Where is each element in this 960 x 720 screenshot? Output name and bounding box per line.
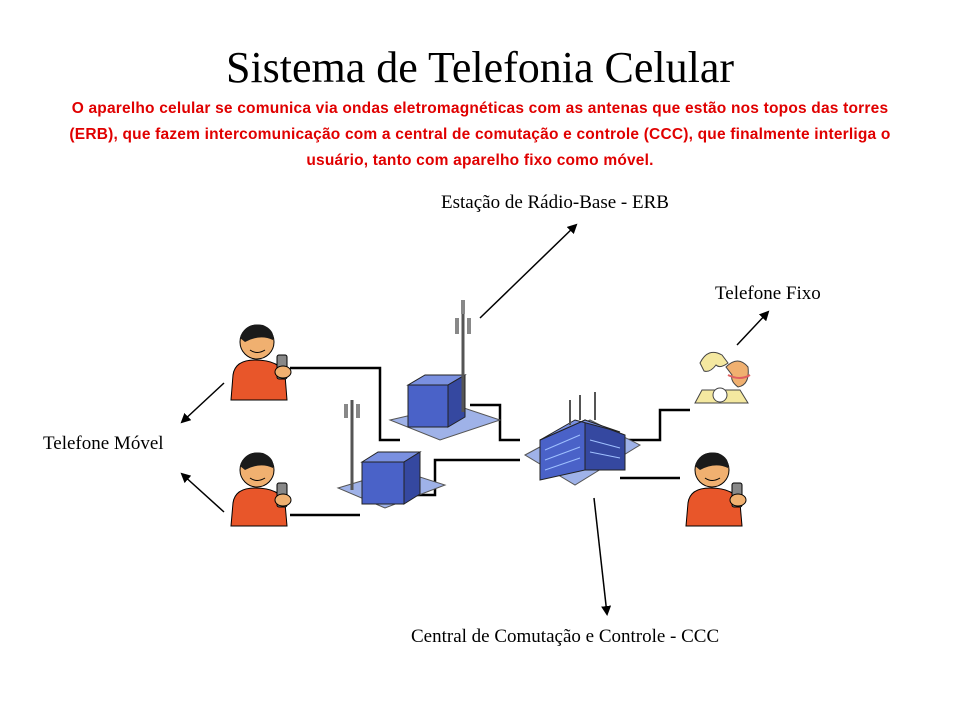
mobile-user-top	[230, 324, 292, 401]
line-ccc-fixed	[625, 408, 690, 442]
label-mobile-phone: Telefone Móvel	[43, 433, 164, 454]
arrow-mobile-down	[180, 472, 225, 513]
slide-title: Sistema de Telefonia Celular	[225, 43, 735, 92]
slide-description: O aparelho celular se comunica via ondas…	[69, 100, 891, 169]
erb-station-lower	[336, 400, 447, 509]
erb-station-upper	[388, 300, 502, 441]
arrow-mobile-up	[180, 382, 225, 424]
label-erb: Estação de Rádio-Base - ERB	[441, 192, 669, 213]
fixed-telephone	[694, 351, 751, 404]
arrow-fixed	[736, 310, 770, 346]
arrows	[180, 223, 770, 616]
arrow-erb	[479, 223, 578, 319]
label-ccc: Central de Comutação e Controle - CCC	[411, 626, 720, 647]
mobile-user-right	[685, 452, 747, 527]
ccc-building	[523, 392, 642, 486]
line-erb2-ccc	[415, 458, 520, 497]
arrow-ccc	[593, 497, 612, 616]
line-mobile1-erb1	[290, 366, 400, 442]
line-erb1-ccc	[470, 403, 520, 442]
connection-lines	[290, 366, 690, 517]
label-fixed-phone: Telefone Fixo	[715, 283, 821, 304]
mobile-user-bottom	[230, 452, 292, 527]
